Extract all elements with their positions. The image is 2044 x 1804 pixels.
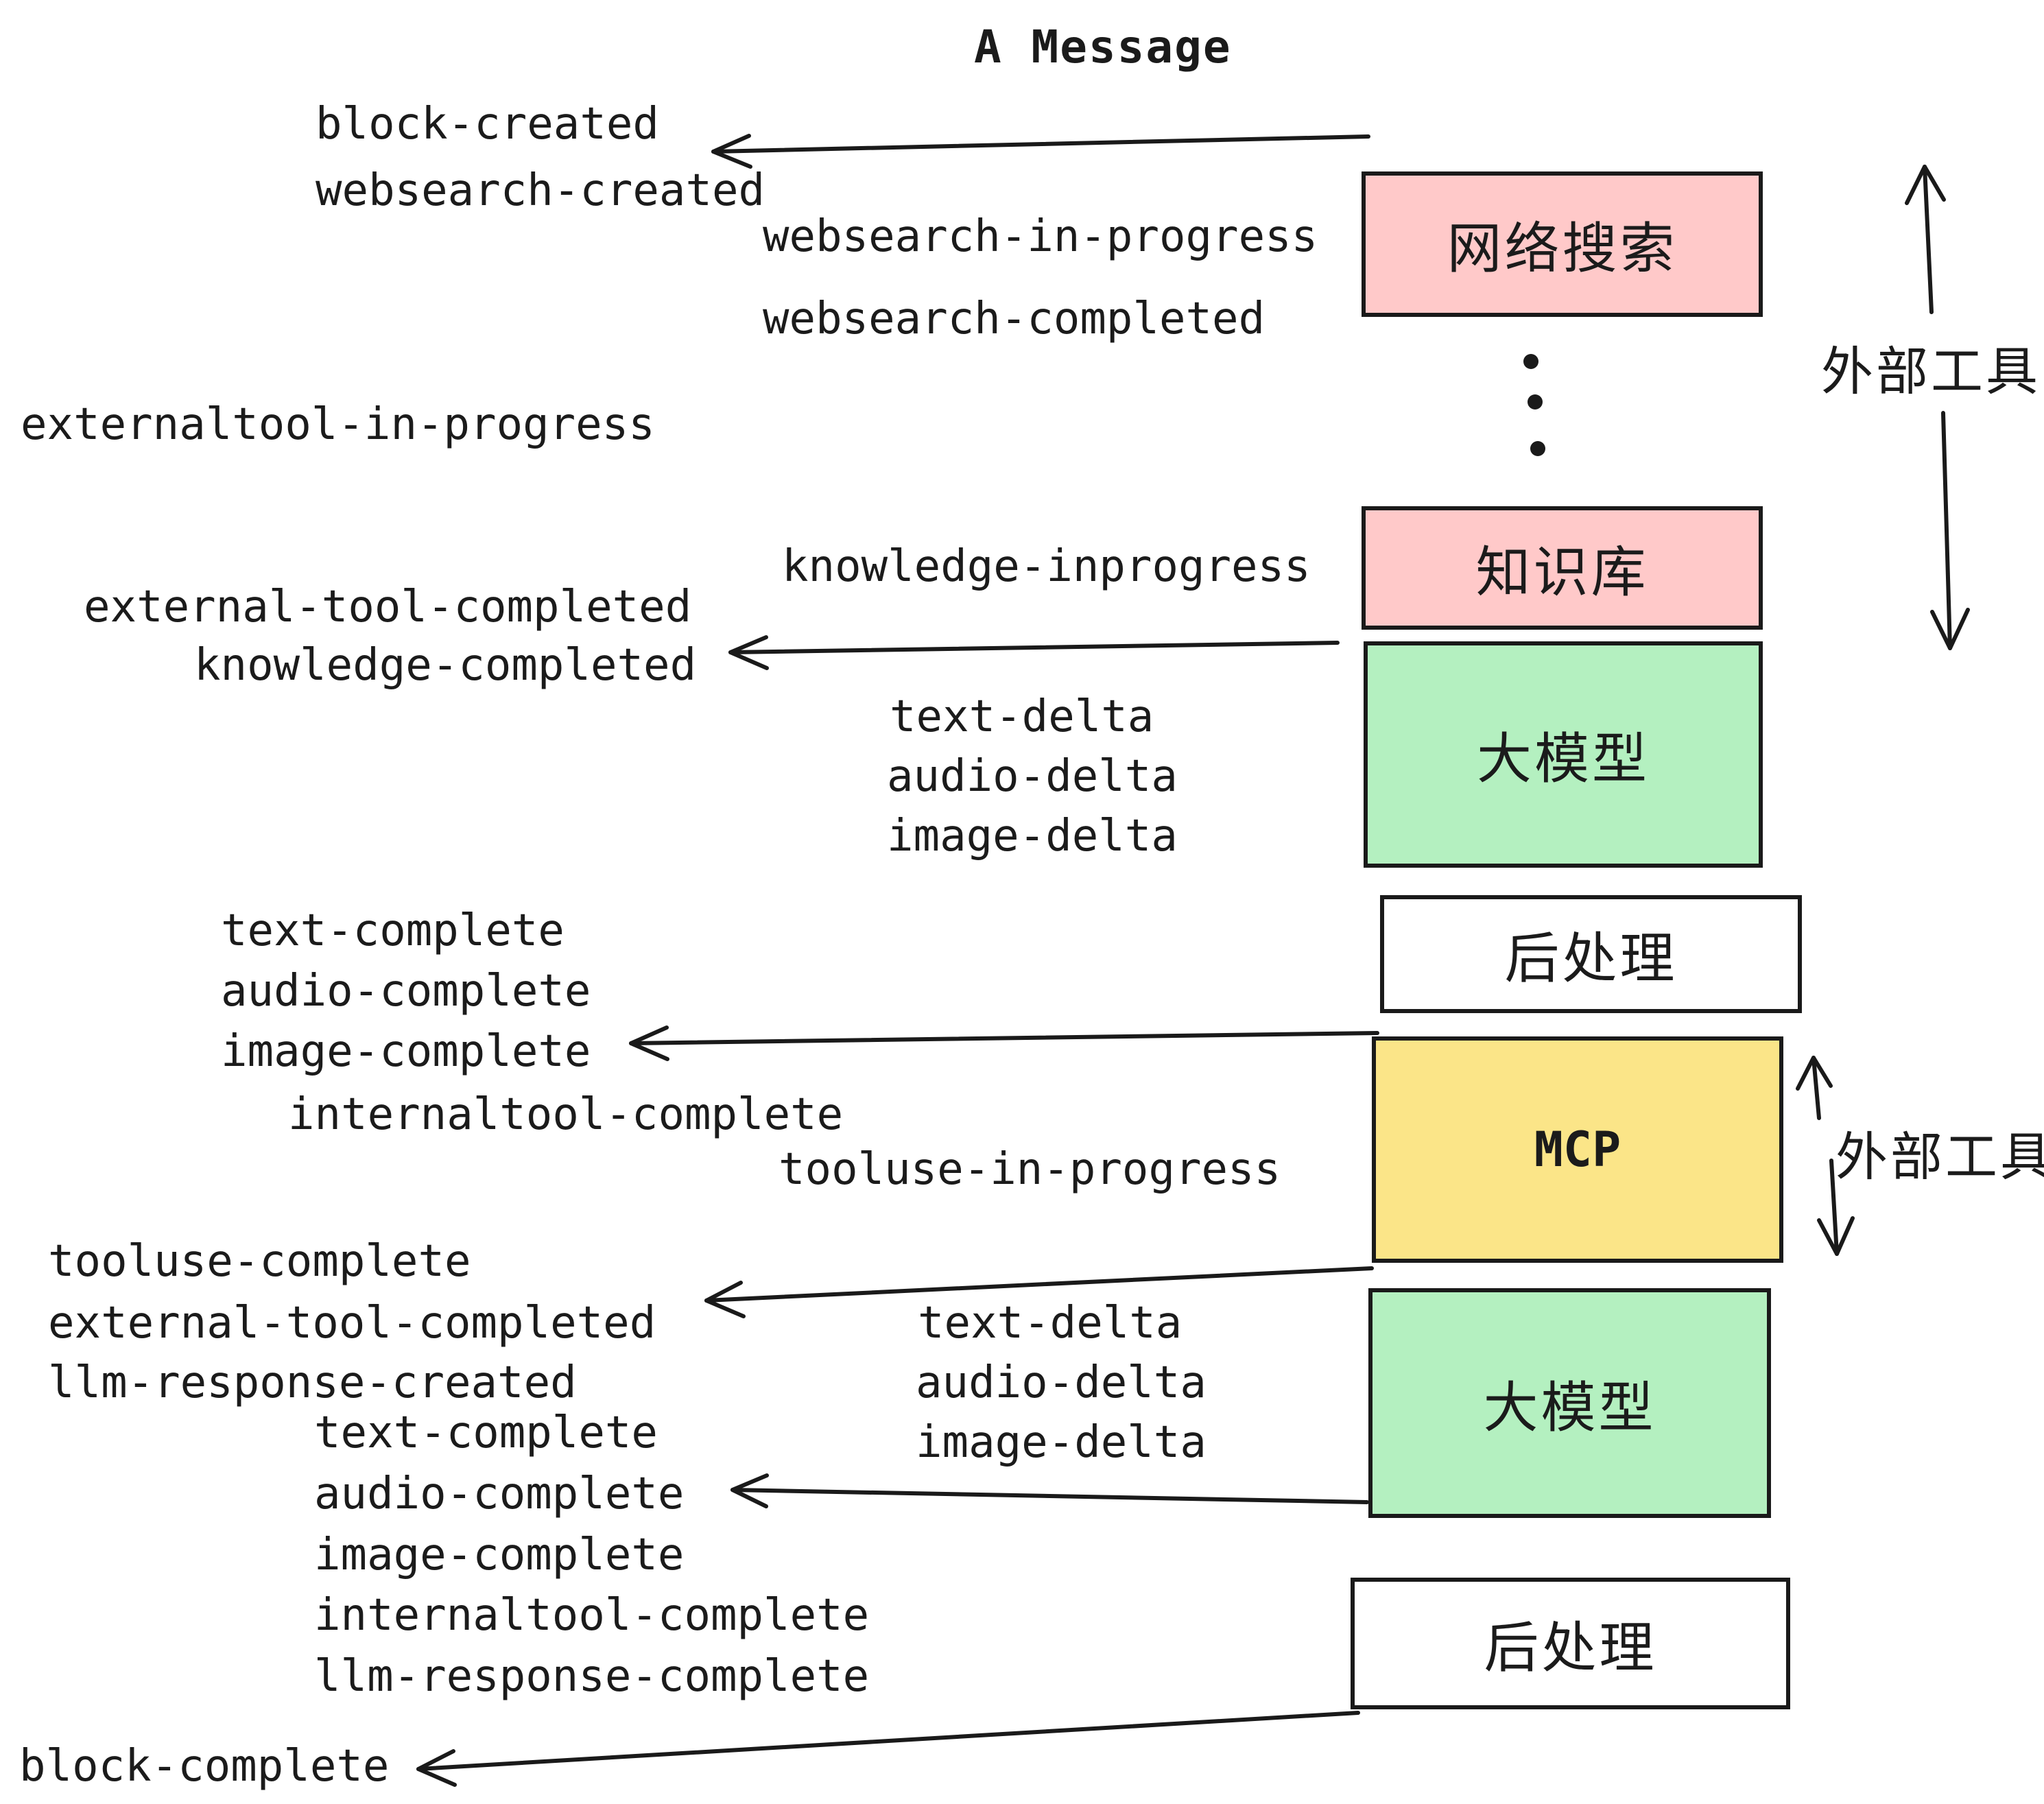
postprocess-box-2: 后处理 [1351, 1578, 1790, 1709]
event-label-tooluse-complete: tooluse-complete [48, 1236, 471, 1287]
postprocess-box-2-label: 后处理 [1484, 1616, 1657, 1680]
event-label-image-complete-2: image-complete [314, 1530, 685, 1580]
mcp-box: MCP [1372, 1036, 1783, 1263]
event-label-knowledge-completed: knowledge-completed [194, 640, 697, 691]
knowledge-box: 知识库 [1362, 506, 1763, 630]
event-label-external-tool-completed-1: external-tool-completed [84, 582, 692, 632]
external-tools-up-arrow [1905, 165, 1946, 314]
event-label-text-delta-1: text-delta [890, 691, 1154, 742]
postprocess-box-1: 后处理 [1380, 895, 1802, 1013]
external-tools-label-top: 外部工具 [1821, 341, 2041, 402]
event-label-websearch-completed: websearch-completed [763, 294, 1265, 344]
vertical-ellipsis-dots [1523, 354, 1545, 456]
event-label-image-delta-1: image-delta [887, 811, 1178, 862]
arrow-to-block-complete [416, 1711, 1360, 1787]
arrow-to-audio-complete [730, 1473, 1369, 1508]
llm-box-1-label: 大模型 [1477, 727, 1650, 791]
event-label-image-delta-2: image-delta [916, 1417, 1207, 1468]
postprocess-box-1-label: 后处理 [1504, 927, 1678, 990]
event-label-text-delta-2: text-delta [918, 1298, 1183, 1349]
event-label-externaltool-in-progress: externaltool-in-progress [21, 399, 655, 450]
external-tools-label-mcp: 外部工具 [1835, 1126, 2044, 1187]
arrow-to-image-complete [629, 1025, 1379, 1061]
llm-box-2-label: 大模型 [1483, 1375, 1656, 1440]
event-label-llm-response-created: llm-response-created [48, 1357, 577, 1408]
event-label-text-complete-1: text-complete [221, 905, 565, 956]
arrow-to-tooluse-complete [704, 1266, 1374, 1318]
event-label-audio-delta-2: audio-delta [916, 1357, 1207, 1408]
event-label-audio-complete-1: audio-complete [221, 966, 591, 1017]
websearch-box: 网络搜索 [1362, 171, 1763, 317]
mcp-external-tools-down-arrow [1817, 1159, 1855, 1256]
event-label-external-tool-completed-2: external-tool-completed [48, 1298, 656, 1349]
event-label-block-created: block-created [316, 99, 659, 150]
knowledge-box-label: 知识库 [1475, 541, 1649, 604]
event-label-block-complete: block-complete [19, 1741, 390, 1792]
arrow-to-knowledge-completed [728, 635, 1340, 670]
event-label-text-complete-2: text-complete [314, 1408, 658, 1458]
event-label-audio-complete-2: audio-complete [314, 1469, 685, 1519]
external-tools-down-arrow [1930, 411, 1970, 650]
llm-box-1: 大模型 [1364, 641, 1763, 868]
event-label-tooluse-in-progress: tooluse-in-progress [779, 1144, 1281, 1195]
event-label-websearch-in-progress: websearch-in-progress [763, 211, 1318, 262]
mcp-external-tools-up-arrow [1796, 1056, 1833, 1120]
event-label-image-complete-1: image-complete [221, 1026, 591, 1077]
event-label-llm-response-complete: llm-response-complete [314, 1651, 870, 1702]
arrow-to-websearch-created [711, 134, 1370, 169]
mcp-box-label: MCP [1534, 1121, 1621, 1178]
llm-box-2: 大模型 [1368, 1288, 1771, 1518]
websearch-box-label: 网络搜索 [1447, 217, 1678, 281]
event-label-knowledge-inprogress: knowledge-inprogress [782, 541, 1311, 592]
event-label-internaltool-complete-1: internaltool-complete [288, 1089, 844, 1140]
event-label-internaltool-complete-2: internaltool-complete [314, 1590, 870, 1641]
diagram-title: A Message [974, 21, 1232, 73]
event-label-audio-delta-1: audio-delta [887, 751, 1178, 802]
event-label-websearch-created: websearch-created [316, 165, 765, 216]
